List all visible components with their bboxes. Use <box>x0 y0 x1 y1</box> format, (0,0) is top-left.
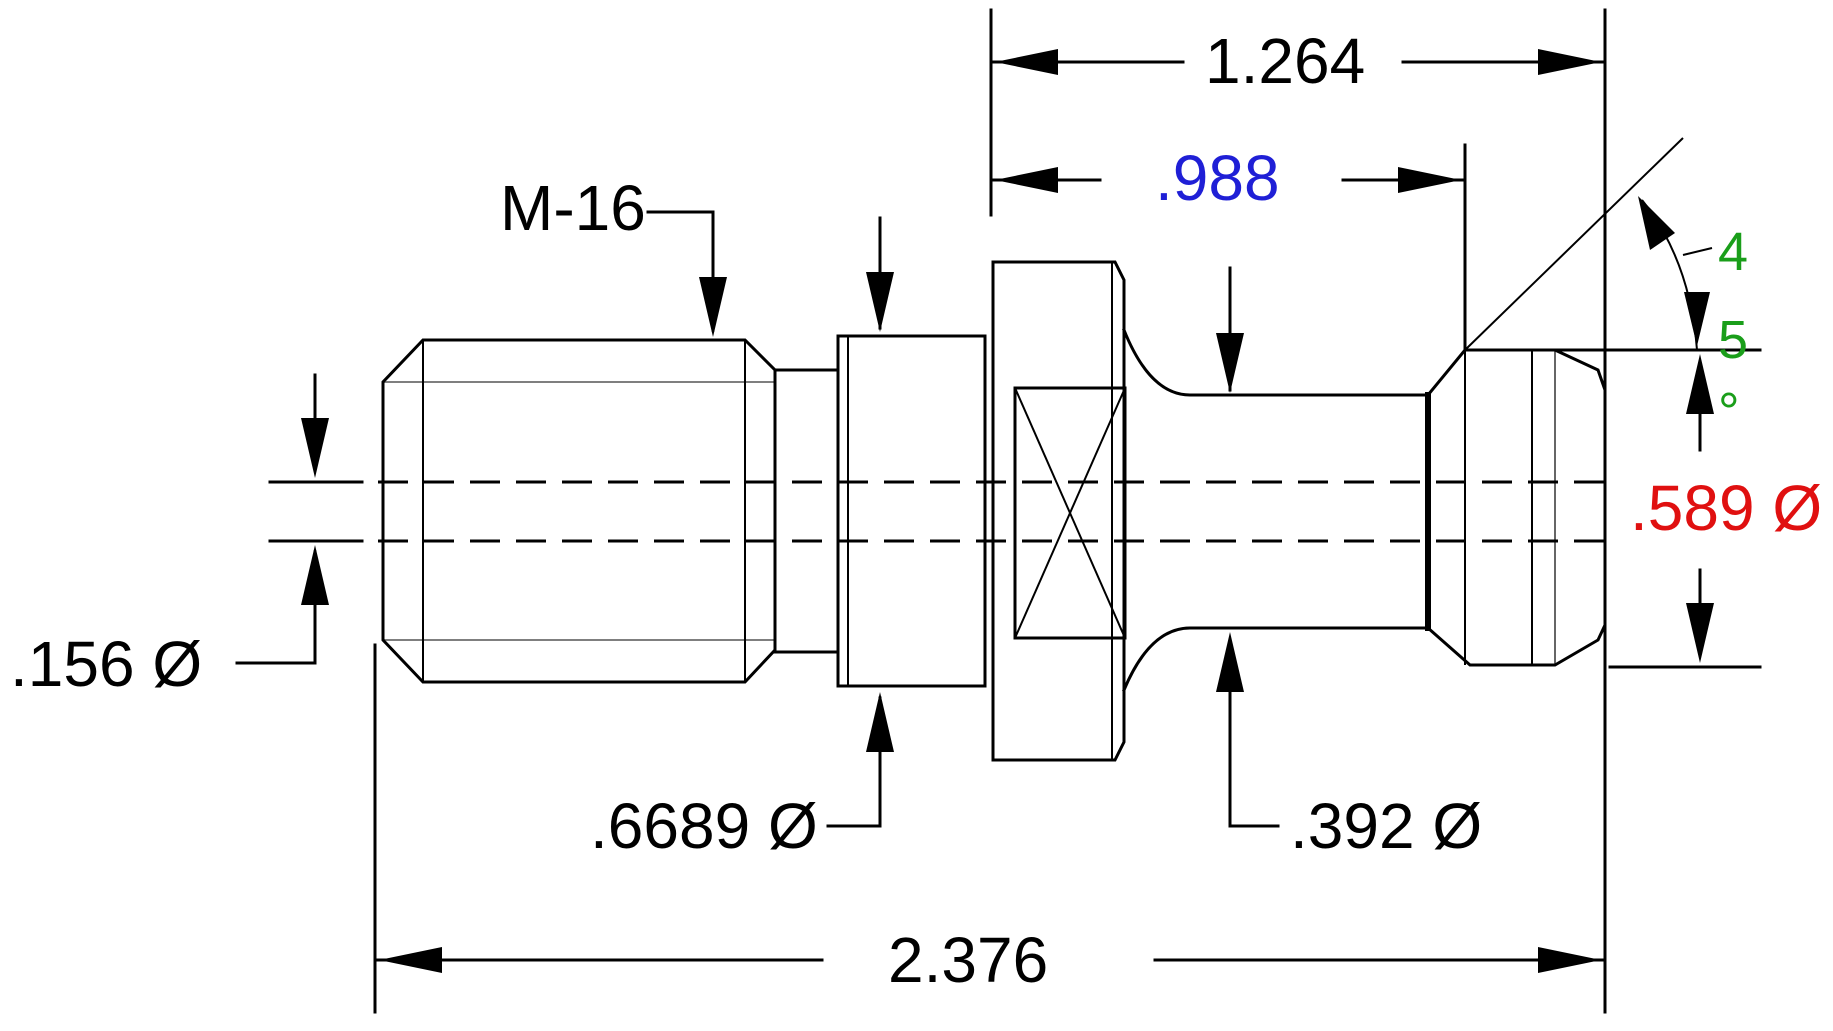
dim-flange-to-tip: 1.264 <box>1205 25 1365 97</box>
dim-neck: .392 Ø <box>1290 790 1482 862</box>
dim-flange-to-shoulder: .988 <box>1155 142 1280 214</box>
arrowheads <box>301 49 1714 973</box>
undercut-groove <box>773 368 840 654</box>
angle-digit-1: 4 <box>1718 222 1748 282</box>
dim-thread: M-16 <box>500 172 646 244</box>
thread-section <box>381 338 777 684</box>
neck <box>1122 328 1430 692</box>
wrench-flat <box>1013 386 1127 640</box>
part-outline <box>378 260 1607 762</box>
dim-collar: .6689 Ø <box>590 790 818 862</box>
angle-digit-2: 5 <box>1718 310 1748 370</box>
flange <box>991 260 1126 762</box>
angle-degree: ° <box>1718 382 1740 442</box>
dim-overall-length: 2.376 <box>888 924 1048 996</box>
dimension-labels: 1.264 .988 M-16 .156 Ø .6689 Ø .392 Ø .5… <box>10 25 1822 996</box>
dim-head: .589 Ø <box>1630 472 1822 544</box>
collar-section <box>836 334 987 688</box>
retention-head <box>1425 348 1607 667</box>
dim-bore: .156 Ø <box>10 628 202 700</box>
